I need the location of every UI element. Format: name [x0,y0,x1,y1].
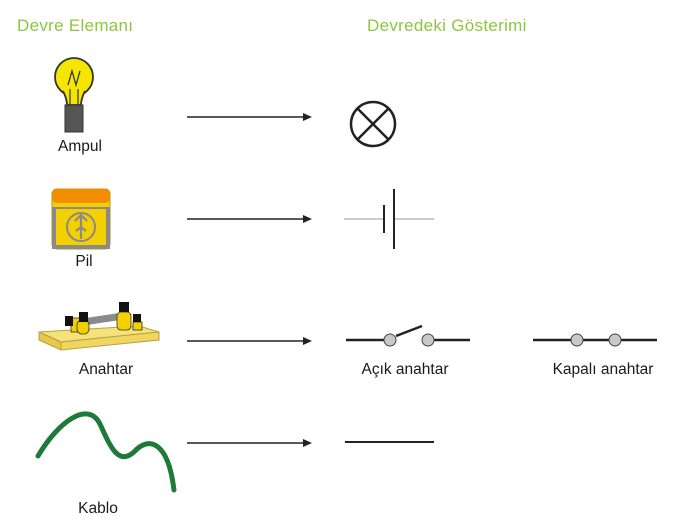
switch-arrow [187,337,312,345]
battery-label: Pil [75,253,93,270]
switch-picture [38,302,160,351]
battery-symbol [344,189,434,249]
cable-label: Kablo [78,500,118,517]
element-column-header: Devre Elemanı [17,16,134,35]
bulb-picture [54,57,94,133]
bulb-symbol [349,100,397,148]
symbol-column-header: Devredeki Gösterimi [367,16,527,35]
bulb-arrow [187,113,312,121]
open-switch-symbol [346,324,470,347]
battery-picture [51,188,111,250]
cable-symbol [345,441,434,443]
open-switch-label: Açık anahtar [361,361,449,378]
cable-arrow [187,439,312,447]
bulb-label: Ampul [58,138,102,155]
closed-switch-symbol [533,333,657,347]
cable-picture [35,411,177,493]
closed-switch-label: Kapalı anahtar [552,361,654,378]
battery-arrow [187,215,312,223]
switch-label: Anahtar [78,361,134,378]
